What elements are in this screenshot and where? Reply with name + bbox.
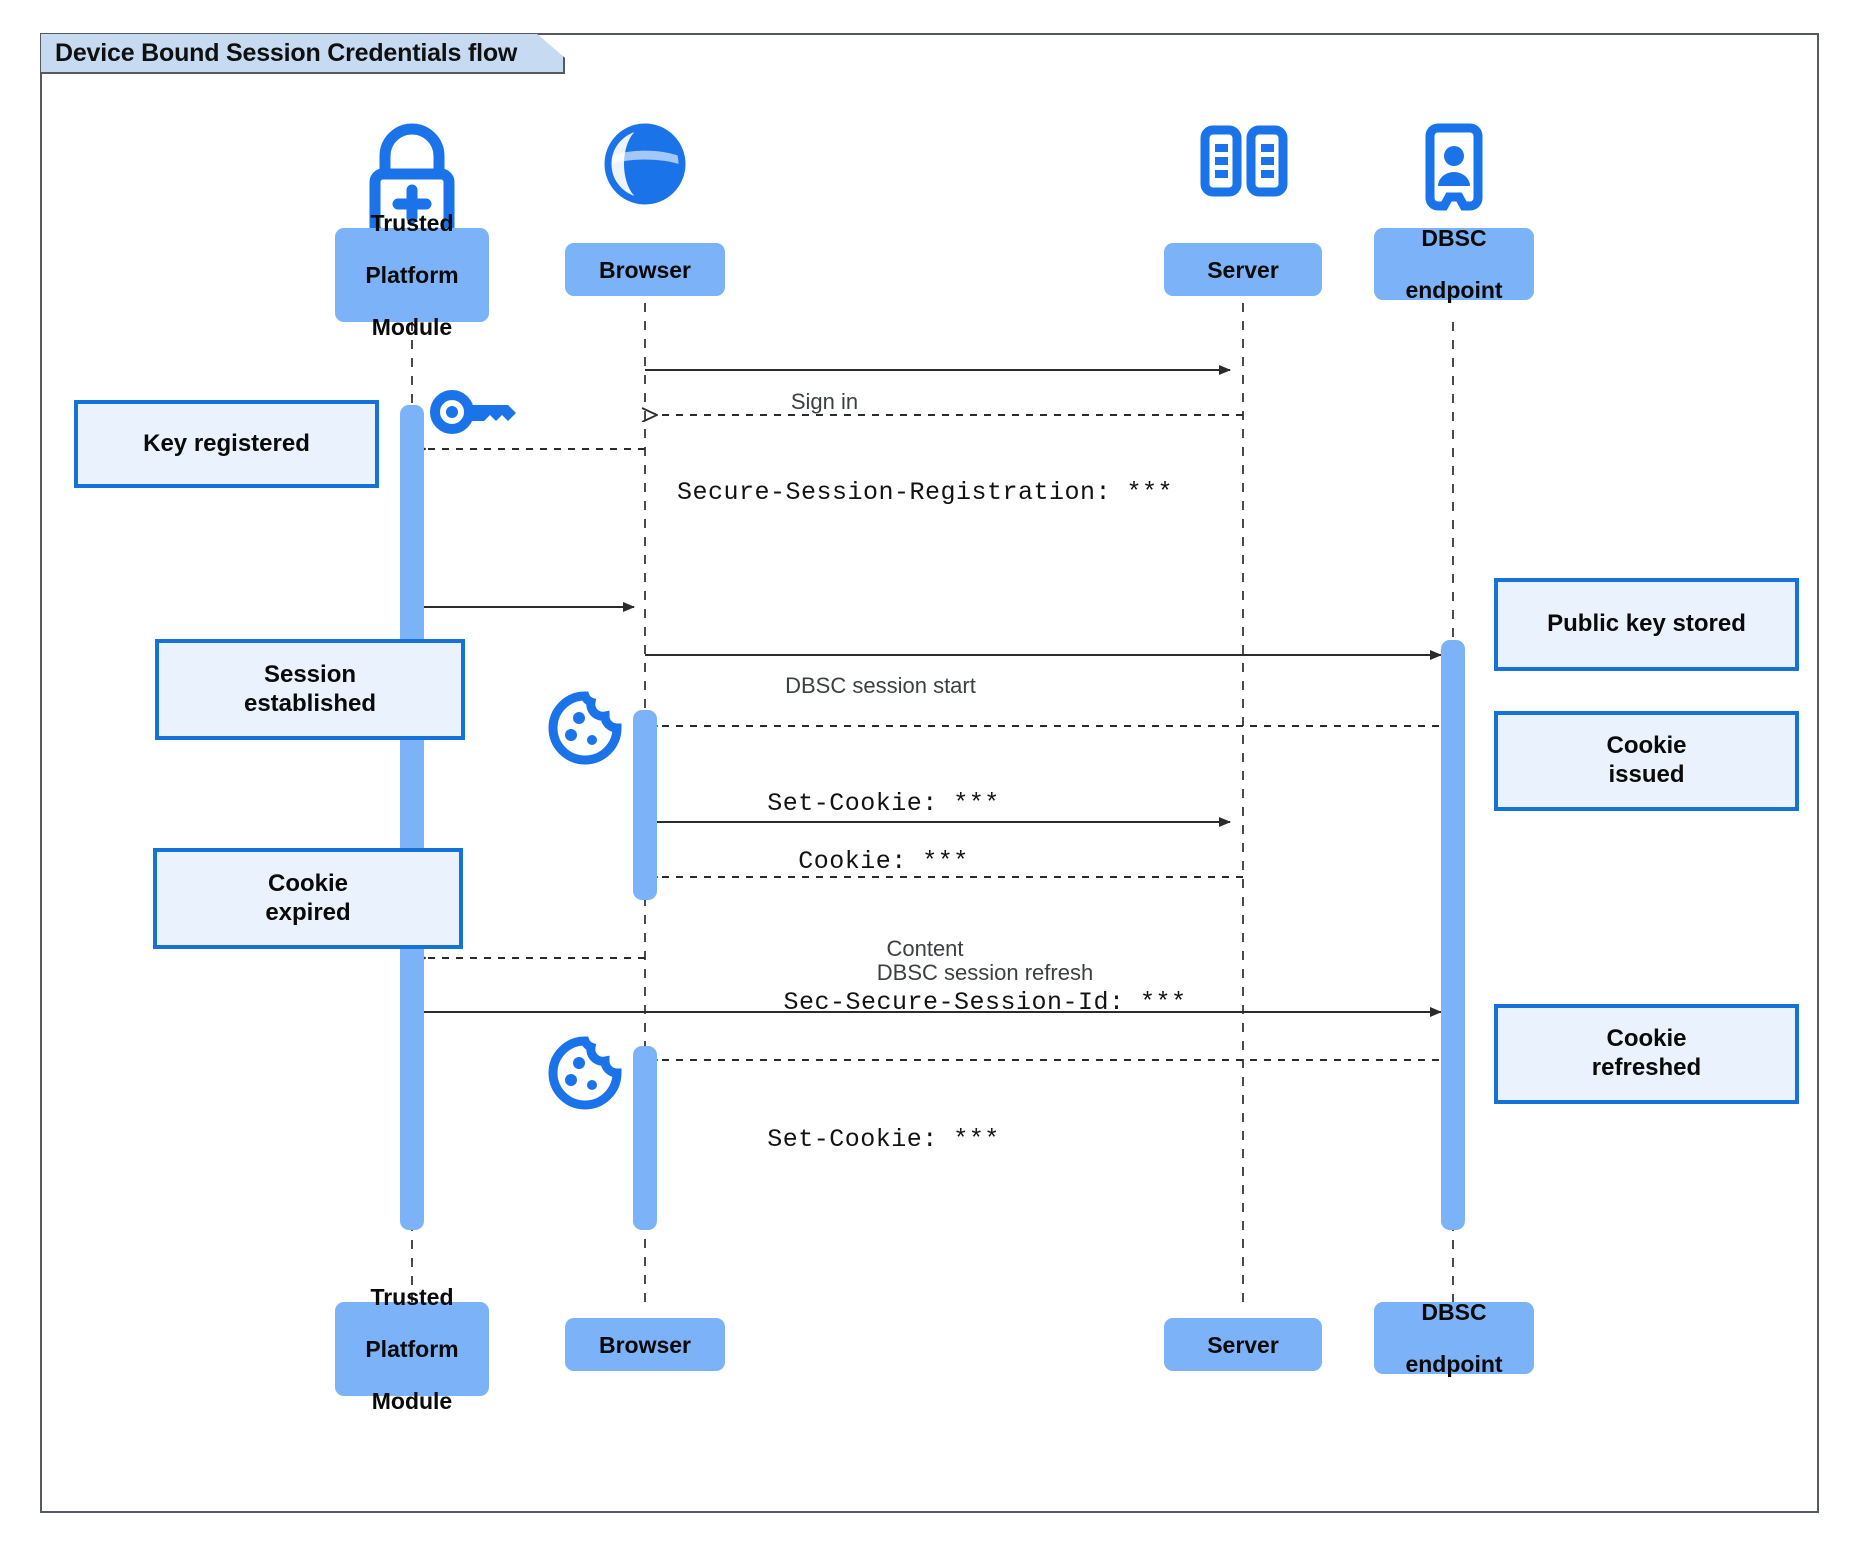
message-label-dbsc-session-start: DBSC session start	[785, 673, 976, 698]
note-cookie-issued: Cookie issued	[1494, 711, 1799, 811]
participant-tpm-head[interactable]: Trusted Platform Module	[335, 210, 489, 340]
participant-label: Trusted Platform Module	[365, 1284, 459, 1414]
participant-browser-head[interactable]: Browser	[565, 243, 725, 296]
note-text: Key registered	[143, 429, 310, 457]
message-label-secure-session-registration: Secure-Session-Registration: ***	[676, 478, 1174, 507]
participant-label: Browser	[598, 1331, 692, 1358]
participant-browser-foot[interactable]: Browser	[565, 1318, 725, 1371]
note-text: Session established	[243, 660, 377, 717]
note-public-key-stored: Public key stored	[1494, 578, 1799, 671]
note-cookie-expired: Cookie expired	[153, 848, 463, 949]
activation-bar-dbsc	[1441, 640, 1465, 1230]
note-session-established: Session established	[155, 639, 465, 740]
note-text: Cookie refreshed	[1591, 1025, 1702, 1081]
note-text: Cookie issued	[1606, 732, 1687, 788]
participant-label: DBSC endpoint	[1405, 1299, 1503, 1377]
message-label-set-cookie-2: Set-Cookie: ***	[767, 1125, 1000, 1154]
note-key-registered: Key registered	[74, 400, 379, 488]
note-text: Cookie expired	[265, 869, 351, 926]
note-text: Public key stored	[1547, 610, 1746, 638]
participant-dbsc-foot[interactable]: DBSC endpoint	[1374, 1299, 1534, 1377]
message-label-sign-in: Sign in	[790, 389, 859, 414]
message-label-content: Content	[886, 936, 964, 961]
participant-label: Browser	[598, 256, 692, 283]
participant-tpm-foot[interactable]: Trusted Platform Module	[335, 1284, 489, 1414]
activation-bar-tpm	[400, 405, 424, 1230]
participant-label: Server	[1207, 1331, 1279, 1358]
note-cookie-refreshed: Cookie refreshed	[1494, 1004, 1799, 1104]
diagram-title-tab: Device Bound Session Credentials flow	[41, 34, 565, 74]
participant-server-foot[interactable]: Server	[1164, 1318, 1322, 1371]
page-title: Device Bound Session Credentials flow	[55, 38, 518, 67]
participant-label: DBSC endpoint	[1405, 225, 1503, 303]
participant-label: Server	[1207, 256, 1279, 283]
message-label-set-cookie-1: Set-Cookie: ***	[767, 789, 1000, 818]
message-label-dbsc-session-refresh: DBSC session refresh Sec-Secure-Session-…	[625, 960, 1345, 1017]
activation-bar-browser-1	[633, 710, 657, 900]
participant-server-head[interactable]: Server	[1164, 243, 1322, 296]
activation-bar-browser-2	[633, 1046, 657, 1230]
message-label-line-2: Sec-Secure-Session-Id: ***	[783, 988, 1187, 1017]
message-label-line-1: DBSC session refresh	[876, 960, 1094, 985]
message-label-cookie: Cookie: ***	[798, 847, 969, 876]
participant-label: Trusted Platform Module	[365, 210, 459, 340]
participant-dbsc-head[interactable]: DBSC endpoint	[1374, 225, 1534, 303]
